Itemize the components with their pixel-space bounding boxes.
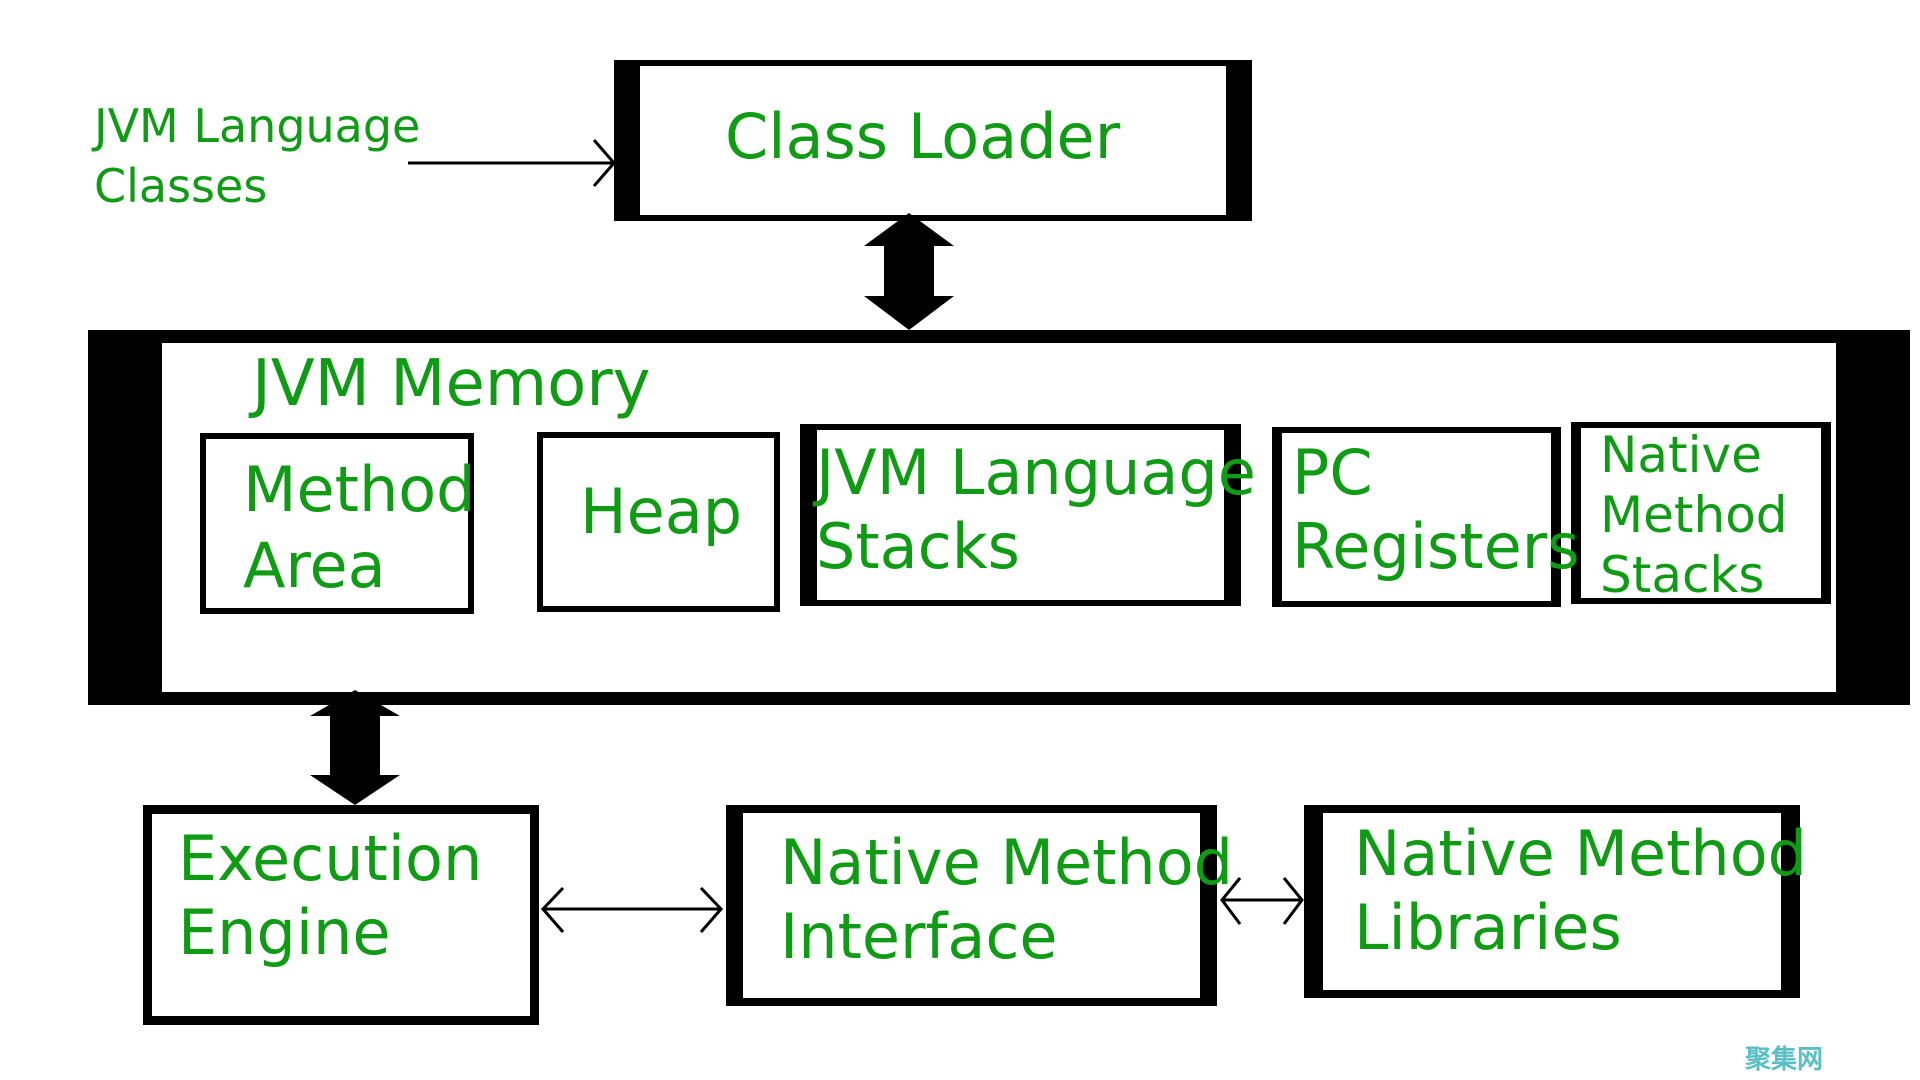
source-label-line2: Classes: [94, 159, 268, 213]
jvm-language-classes-label: JVM Language Classes: [94, 96, 420, 216]
jvm-stacks-line2: Stacks: [816, 510, 1020, 583]
execution-engine-label: Execution Engine: [178, 822, 482, 970]
nml-line2: Libraries: [1354, 891, 1622, 964]
class-loader-memory-double-arrow: [864, 213, 954, 330]
native-method-interface-label: Native Method Interface: [780, 826, 1233, 974]
execution-nmi-double-arrow: [540, 886, 724, 933]
native-stacks-line3: Stacks: [1600, 546, 1765, 604]
execution-engine-line1: Execution: [178, 822, 483, 895]
method-area-line2: Area: [243, 529, 386, 602]
nml-line1: Native Method: [1354, 817, 1807, 890]
pc-registers-label: PC Registers: [1292, 436, 1580, 584]
method-area-line1: Method: [243, 453, 476, 526]
native-method-stacks-box: [1571, 422, 1831, 604]
source-label-line1: JVM Language: [94, 99, 421, 153]
jvm-stacks-line1: JVM Language: [816, 436, 1256, 509]
native-method-interface-box: [726, 805, 1217, 1006]
heap-box: [537, 432, 780, 612]
heap-label: Heap: [580, 475, 743, 548]
method-area-label: Method Area: [243, 452, 476, 604]
class-loader-label: Class Loader: [725, 100, 1121, 173]
memory-execution-double-arrow: [310, 690, 400, 805]
jvm-memory-title: JVM Memory: [252, 347, 651, 421]
native-method-libraries-box: [1304, 805, 1800, 998]
class-loader-box: [614, 60, 1252, 221]
native-stacks-line1: Native: [1600, 426, 1762, 484]
execution-engine-box: [143, 805, 539, 1025]
nmi-nml-double-arrow: [1220, 877, 1304, 925]
nmi-line1: Native Method: [780, 826, 1233, 899]
pc-registers-line2: Registers: [1292, 510, 1580, 583]
native-stacks-line2: Method: [1600, 486, 1788, 544]
source-to-class-loader-arrow: [408, 139, 616, 187]
watermark-logo: 聚集网: [1745, 1045, 1824, 1075]
pc-registers-box: [1272, 427, 1561, 607]
nmi-line2: Interface: [780, 900, 1058, 973]
pc-registers-line1: PC: [1292, 436, 1373, 509]
jvm-language-stacks-label: JVM Language Stacks: [816, 436, 1256, 584]
method-area-box: [200, 433, 474, 614]
execution-engine-line2: Engine: [178, 896, 391, 969]
jvm-language-stacks-box: [800, 424, 1241, 606]
native-method-libraries-label: Native Method Libraries: [1354, 817, 1807, 965]
native-method-stacks-label: Native Method Stacks: [1600, 425, 1788, 605]
